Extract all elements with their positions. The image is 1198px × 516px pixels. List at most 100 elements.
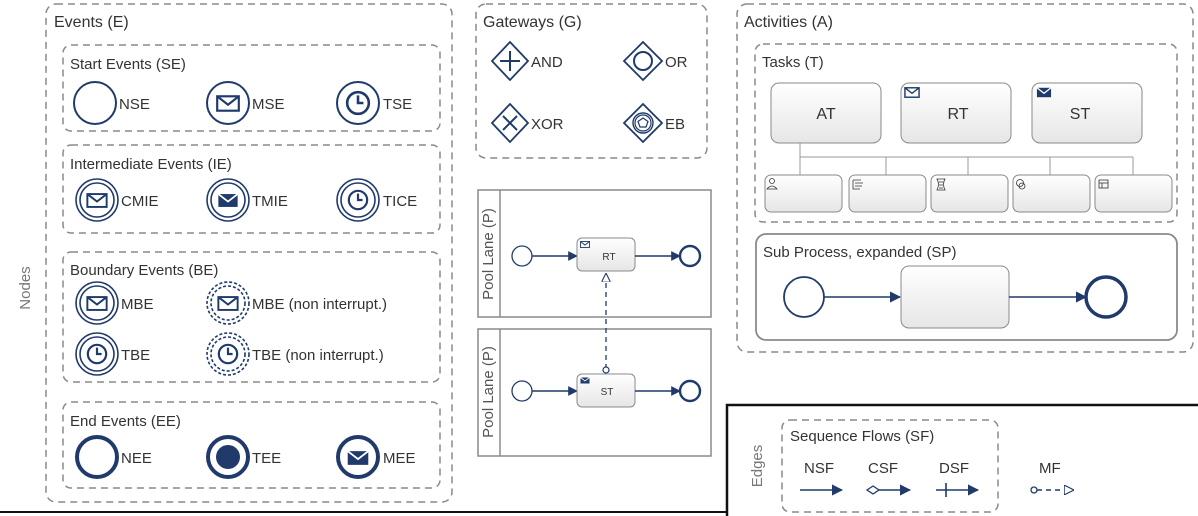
edges-group: Edges Sequence Flows (SF) NSF CSF DSF MF (725, 403, 1198, 516)
mee-icon (336, 435, 380, 479)
and-gateway-icon (490, 40, 530, 82)
sequence-flows-title: Sequence Flows (SF) (790, 428, 934, 445)
tse-label: TSE (383, 96, 412, 113)
tice-label: TICE (383, 193, 417, 210)
end-events-box (62, 401, 441, 489)
nse-label: NSE (119, 96, 150, 113)
abstract-task: AT (770, 82, 882, 144)
mf-label: MF (1039, 460, 1061, 477)
mbe-icon (75, 281, 119, 325)
mse-icon (206, 81, 250, 125)
sequence-flows-box (781, 419, 999, 513)
mbe-label: MBE (121, 296, 154, 313)
business-rule-task (1094, 174, 1173, 213)
subprocess-end-event-icon (1084, 275, 1128, 319)
events-title: Events (E) (54, 14, 129, 31)
pool-message-flow-origin (602, 366, 610, 374)
csf-label: CSF (868, 460, 898, 477)
mf-arrow-icon (1030, 487, 1073, 493)
tse-icon (336, 81, 380, 125)
edges-side-label: Edges (749, 445, 766, 488)
gateways-box (475, 3, 708, 159)
dsf-label: DSF (939, 460, 969, 477)
mbe-non-interrupting-icon (206, 281, 250, 325)
mee-label: MEE (383, 450, 416, 467)
pool-1-receive-task-label: RT (602, 252, 615, 263)
abstract-task-label: AT (816, 106, 835, 123)
tasks-box (754, 43, 1178, 223)
pool-2-start-event-icon (511, 380, 533, 402)
xor-gateway-icon (490, 102, 530, 144)
activities-title: Activities (A) (744, 14, 833, 31)
tee-icon (206, 435, 250, 479)
edges-frame (725, 403, 1198, 516)
hand-icon (852, 179, 863, 190)
manual-task (848, 174, 927, 213)
send-task-label: ST (1070, 106, 1091, 123)
activities-group: Activities (A) Tasks (T) AT RT ST (736, 3, 1194, 353)
nodes-side-label: Nodes (17, 266, 34, 309)
or-gateway-label: OR (665, 54, 688, 71)
csf-arrow-icon (865, 484, 912, 496)
service-task (1012, 174, 1091, 213)
event-based-gateway-icon (622, 102, 664, 144)
pool-2-send-task: ST (576, 373, 636, 408)
mbe-non-interrupting-label: MBE (non interrupt.) (252, 296, 387, 313)
nee-icon (75, 435, 119, 479)
intermediate-events-box (62, 144, 441, 234)
pool-1-label: Pool Lane (P) (480, 208, 497, 300)
user-icon (766, 178, 778, 190)
boundary-events-group: Boundary Events (BE) MBE MBE (non interr… (62, 251, 441, 383)
pool-1-start-event-icon (511, 245, 533, 267)
nsf-label: NSF (804, 460, 834, 477)
cmie-label: CMIE (121, 193, 159, 210)
start-events-group: Start Events (SE) NSE MSE TSE (62, 44, 441, 132)
dsf-arrow-icon (936, 483, 980, 497)
event-based-gateway-label: EB (665, 116, 685, 133)
mse-label: MSE (252, 96, 285, 113)
pool-2-send-task-label: ST (601, 387, 614, 398)
task-tree-connectors (799, 143, 1134, 175)
nse-icon (73, 81, 117, 125)
gear-icon (1016, 179, 1026, 190)
tbe-non-interrupting-icon (206, 332, 250, 376)
subprocess-start-event-icon (783, 276, 825, 318)
cmie-icon (75, 178, 119, 222)
tbe-non-interrupting-label: TBE (non interrupt.) (252, 347, 384, 364)
tasks-title: Tasks (T) (762, 54, 824, 71)
intermediate-events-group: Intermediate Events (IE) CMIE TMIE TICE (62, 144, 441, 234)
gateways-group: Gateways (G) AND OR XOR EB (475, 3, 708, 159)
tmie-icon (206, 178, 250, 222)
send-task: ST (1031, 82, 1143, 144)
receive-task: RT (900, 82, 1012, 144)
tbe-label: TBE (121, 347, 150, 364)
script-task (930, 174, 1009, 213)
pool-1-receive-task: RT (576, 237, 636, 272)
and-gateway-label: AND (531, 54, 563, 71)
or-gateway-icon (622, 40, 664, 82)
end-events-group: End Events (EE) NEE TEE MEE (62, 401, 441, 489)
events-box (45, 3, 453, 503)
subprocess-title: Sub Process, expanded (SP) (763, 244, 956, 261)
receive-task-label: RT (947, 106, 968, 123)
boundary-events-title: Boundary Events (BE) (70, 262, 218, 279)
subprocess-inner-task (900, 265, 1010, 329)
script-icon (936, 178, 946, 191)
user-task (764, 174, 843, 213)
events-group: Events (E) Start Events (SE) NSE MSE TSE… (45, 3, 453, 503)
pool-1-end-event-icon (678, 244, 702, 268)
tmie-label: TMIE (252, 193, 288, 210)
start-events-box (62, 44, 441, 132)
xor-gateway-label: XOR (531, 116, 564, 133)
tbe-icon (75, 332, 119, 376)
intermediate-events-title: Intermediate Events (IE) (70, 156, 232, 173)
pool-2-end-event-icon (678, 379, 702, 403)
tice-icon (336, 178, 380, 222)
tee-label: TEE (252, 450, 281, 467)
pools-group: Pool Lane (P) RT Pool Lane (P) ST (477, 189, 712, 457)
activities-box (736, 3, 1194, 353)
boundary-events-box (62, 251, 441, 383)
end-events-title: End Events (EE) (70, 413, 181, 430)
table-icon (1098, 179, 1109, 189)
